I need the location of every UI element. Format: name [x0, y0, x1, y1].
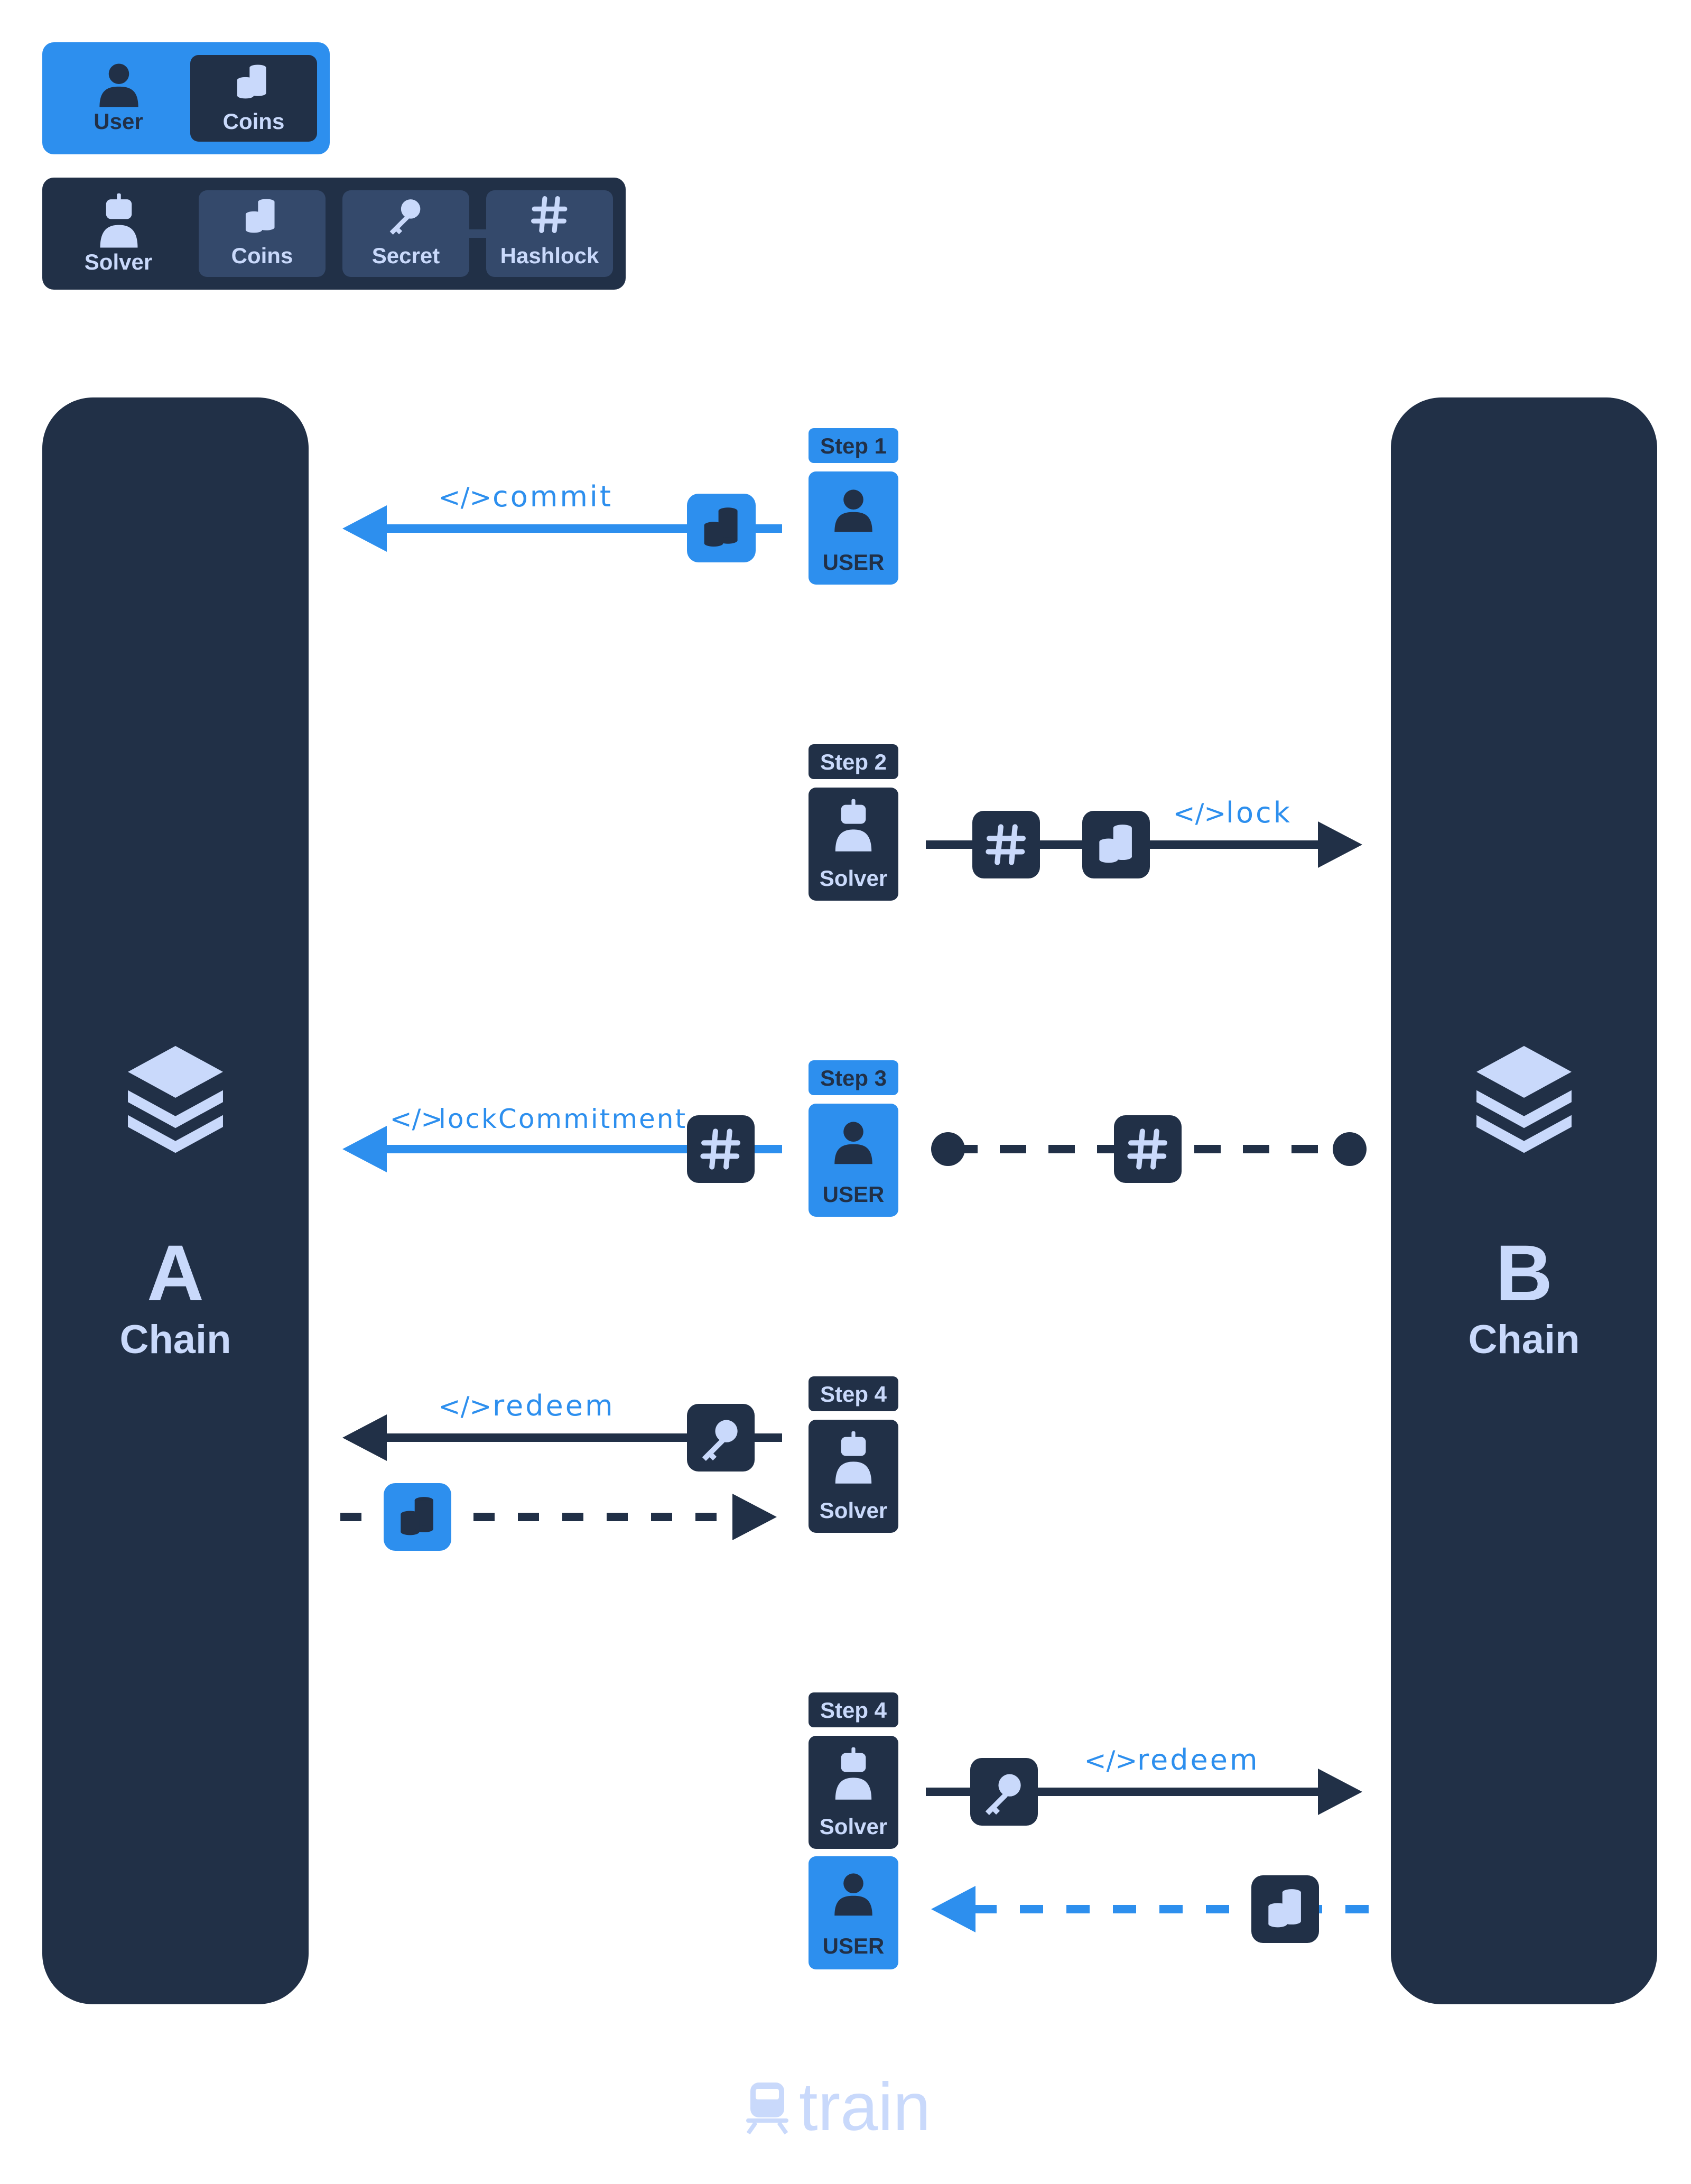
code-glyph: </> — [439, 1391, 492, 1422]
step-badge-label: Step 4 — [820, 1698, 887, 1723]
step-badge — [809, 428, 898, 463]
legend-solver-panel: Solver Coins Secret Hashlock — [42, 178, 626, 290]
legend-coins-label: Coins — [223, 109, 285, 134]
chain-a-letter: A — [147, 1228, 204, 1317]
code-glyph: </> — [390, 1104, 443, 1134]
legend-secret-tile — [342, 190, 469, 277]
actor-label: Solver — [820, 866, 887, 891]
step-3: Step 3 USER </> lockCommitment — [342, 1060, 1367, 1217]
hashlock-token — [687, 1115, 755, 1183]
legend-user-label: User — [94, 109, 143, 134]
train-icon — [746, 2083, 788, 2135]
hashlock-token — [972, 811, 1040, 878]
legend-coins-tile — [190, 55, 317, 142]
actor-label: Solver — [820, 1498, 887, 1523]
brand-name: train — [799, 2069, 931, 2145]
legend-coins-label-2: Coins — [231, 243, 293, 268]
legend-secret-label: Secret — [372, 243, 440, 268]
legend-user-panel: User Coins — [42, 42, 330, 154]
code-glyph: </> — [1084, 1745, 1138, 1776]
step-2: Step 2 Solver </> lock — [809, 744, 1362, 901]
actor-label-user: USER — [823, 1933, 885, 1958]
step-badge-label: Step 2 — [820, 749, 887, 774]
actor-label: USER — [823, 1182, 885, 1207]
chain-b-label: Chain — [1468, 1317, 1579, 1362]
step-badge — [809, 1060, 898, 1095]
step-badge-label: Step 3 — [820, 1066, 887, 1090]
code-glyph: </> — [1173, 798, 1227, 829]
step-1: Step 1 USER </> commit — [342, 428, 898, 585]
call-label: lockCommitment — [439, 1104, 687, 1134]
code-glyph: </> — [439, 482, 492, 513]
legend-hashlock-label: Hashlock — [500, 243, 599, 268]
step-badge — [809, 1376, 898, 1411]
chain-b-letter: B — [1495, 1228, 1553, 1317]
chain-a-label: Chain — [119, 1317, 231, 1362]
step-4b: Step 4 Solver USER </> redeem — [809, 1692, 1369, 1969]
step-4a: Step 4 Solver </> redeem — [340, 1376, 898, 1551]
legend-solver-label: Solver — [85, 249, 152, 274]
step-badge-label: Step 1 — [820, 433, 887, 458]
step-badge — [809, 1692, 898, 1727]
call-label: redeem — [1137, 1743, 1260, 1776]
actor-label: Solver — [820, 1814, 887, 1839]
brand-logo: train — [746, 2069, 931, 2145]
step-badge-label: Step 4 — [820, 1382, 887, 1406]
legend-hashlock-tile — [486, 190, 613, 277]
hashlock-token — [1114, 1115, 1182, 1183]
step-badge — [809, 744, 898, 779]
coins-transfer-arrow — [340, 1494, 777, 1540]
call-label: lock — [1226, 796, 1292, 829]
chain-a-column: A Chain — [42, 397, 309, 2004]
call-label: redeem — [493, 1389, 615, 1422]
chain-b-column: B Chain — [1391, 397, 1657, 2004]
call-label: commit — [493, 480, 613, 513]
legend-coins-tile-2 — [199, 190, 326, 277]
actor-label: USER — [823, 550, 885, 575]
